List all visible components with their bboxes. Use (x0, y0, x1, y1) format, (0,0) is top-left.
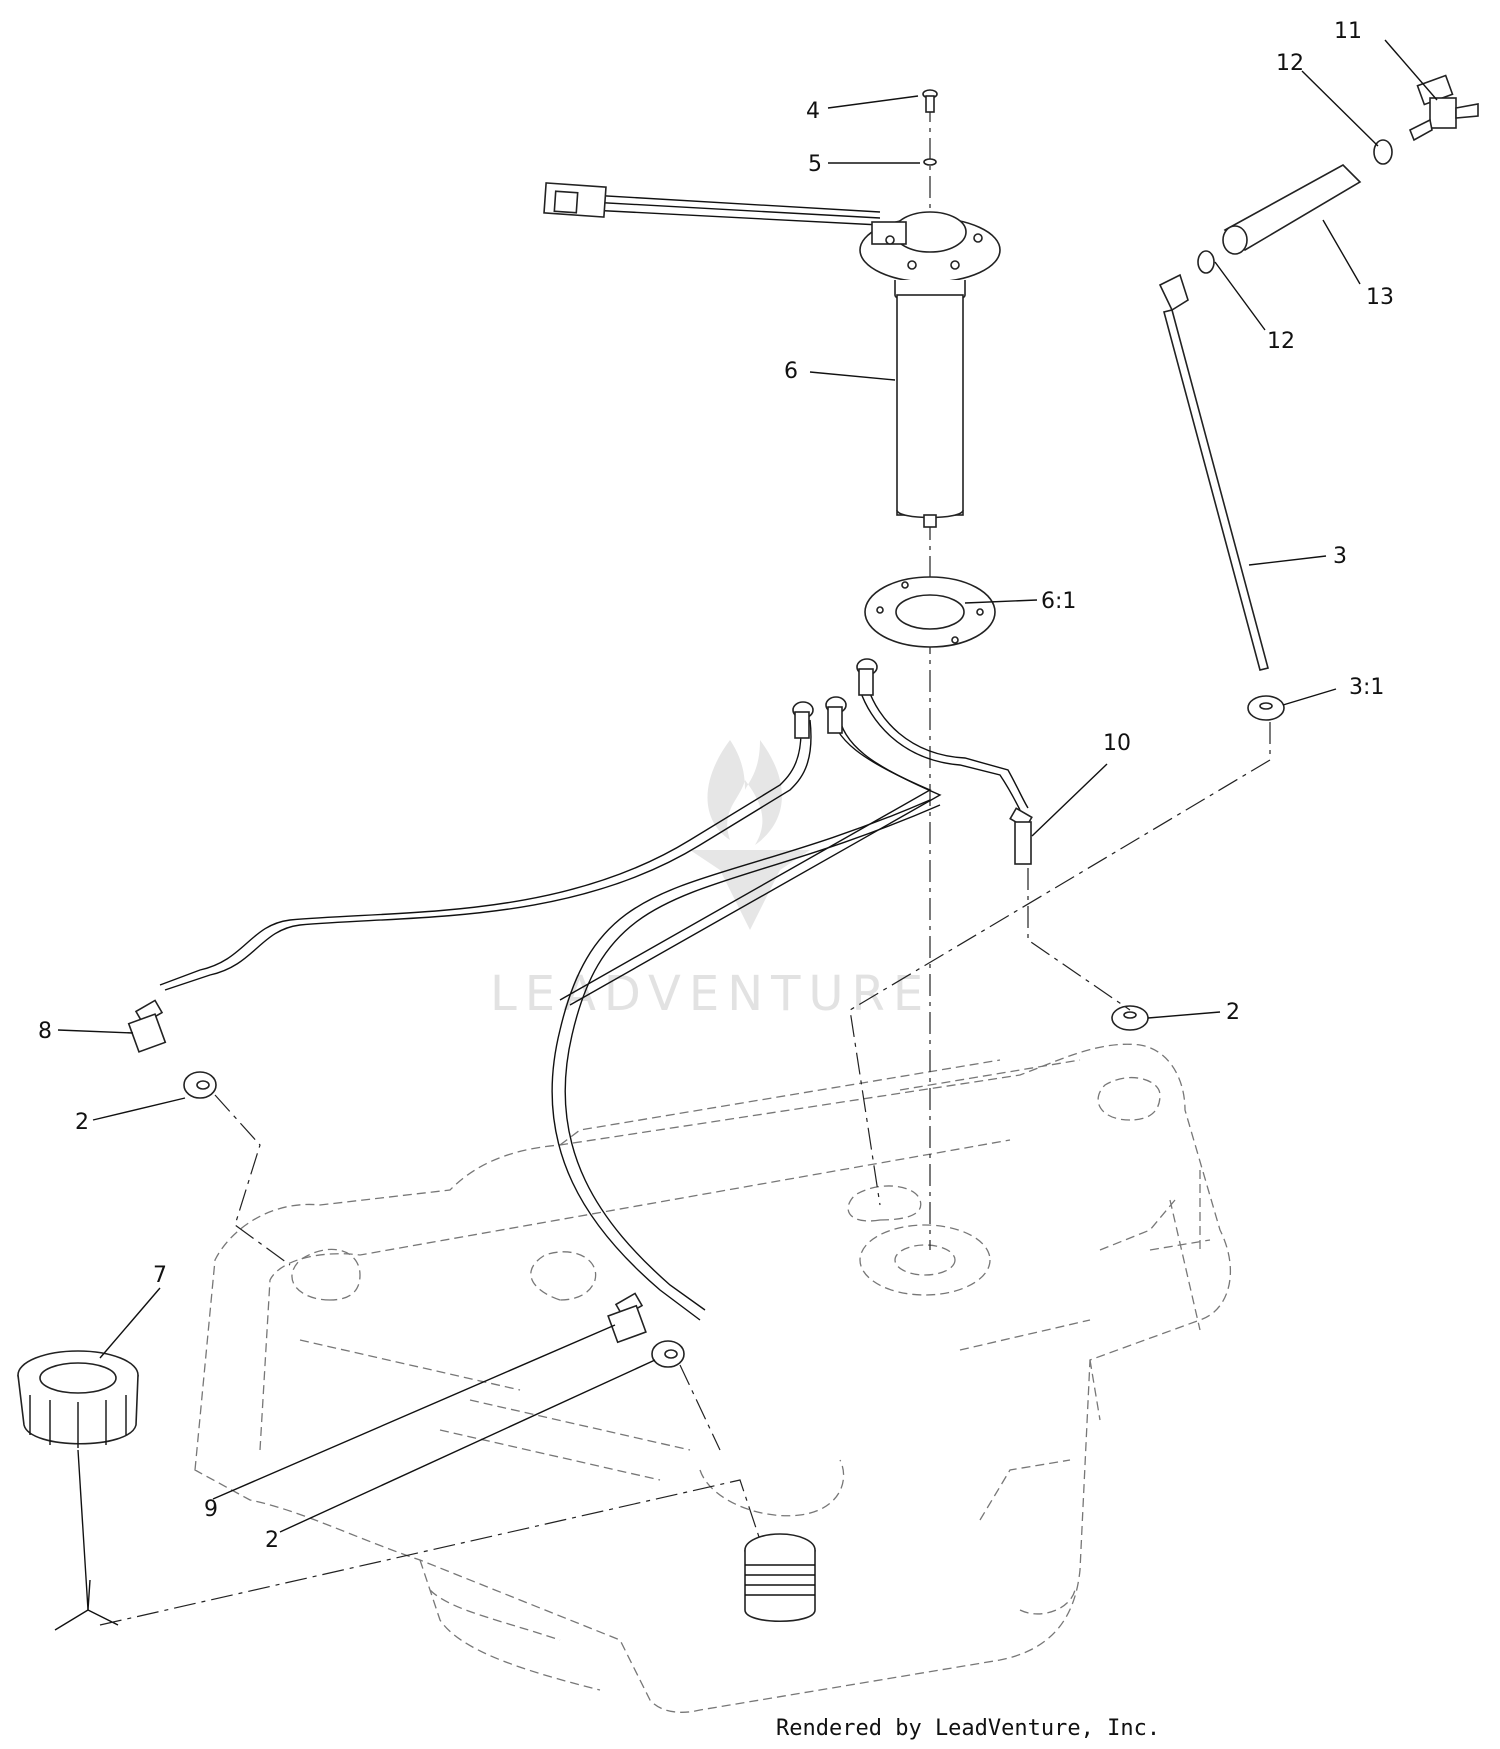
callout-13: 13 (1366, 285, 1394, 310)
fuel-tank (194, 1043, 1232, 1713)
callout-6: 6 (784, 359, 798, 384)
hose-clamp-part-12-upper (1373, 139, 1393, 165)
elbow-part-8 (127, 999, 167, 1053)
assembly-lines (99, 722, 1271, 1626)
washer-part-5 (923, 158, 937, 166)
fuel-sender-part-6 (543, 182, 1001, 528)
vent-line-assembly (159, 658, 1029, 1321)
callout-8: 8 (38, 1019, 52, 1044)
shutoff-valve-part-11 (1408, 74, 1479, 142)
screw-part-4 (922, 89, 938, 113)
filler-neck (744, 1533, 816, 1623)
leadventure-watermark: LEADVENTURE (490, 740, 931, 1022)
callout-9: 9 (204, 1497, 218, 1522)
pickup-tube-part-3 (1158, 273, 1269, 671)
leader-lines (57, 39, 1438, 1533)
callout-7: 7 (153, 1263, 167, 1288)
callout-2-center: 2 (265, 1528, 279, 1553)
elbow-part-10 (1009, 807, 1033, 865)
callout-11: 11 (1334, 19, 1362, 44)
callout-10: 10 (1103, 731, 1131, 756)
callout-5: 5 (808, 152, 822, 177)
fuel-cap-part-7 (17, 1350, 139, 1631)
callout-12-lower: 12 (1267, 329, 1295, 354)
callout-3-1: 3:1 (1349, 675, 1384, 700)
gasket-part-6-1 (864, 576, 996, 648)
callout-2-right: 2 (1226, 1000, 1240, 1025)
footer-credit: Rendered by LeadVenture, Inc. (776, 1716, 1160, 1741)
callout-6-1: 6:1 (1041, 589, 1076, 614)
callout-4: 4 (806, 99, 820, 124)
elbow-part-9 (607, 1292, 647, 1344)
grommet-part-2-left (183, 1071, 217, 1099)
callout-labels: 4 5 6 6:1 11 12 13 12 3 3:1 10 2 8 2 7 9… (38, 19, 1394, 1553)
callout-3: 3 (1333, 544, 1347, 569)
callout-12-upper: 12 (1276, 51, 1304, 76)
grommet-part-2-center (651, 1340, 685, 1368)
hose-part-13 (1222, 164, 1362, 255)
callout-2-left: 2 (75, 1110, 89, 1135)
grommet-part-3-1 (1247, 695, 1285, 721)
hose-clamp-part-12-lower (1197, 250, 1215, 274)
watermark-text: LEADVENTURE (490, 966, 931, 1022)
